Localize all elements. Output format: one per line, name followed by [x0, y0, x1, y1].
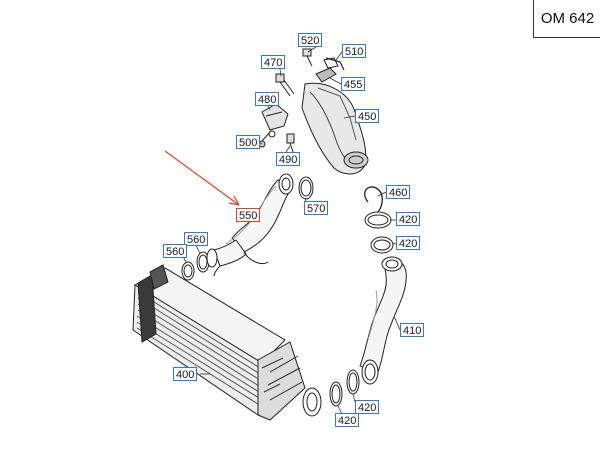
- callout-455[interactable]: 455: [341, 77, 366, 91]
- bolt-520[interactable]: [302, 48, 313, 67]
- bracket-480[interactable]: [261, 103, 289, 131]
- callout-420-upper-a[interactable]: 420: [396, 212, 421, 226]
- highlight-arrow: [164, 150, 240, 206]
- callout-520[interactable]: 520: [298, 33, 323, 47]
- hose-410[interactable]: [359, 256, 407, 385]
- ring-560-a[interactable]: [181, 261, 195, 281]
- ring-420-c[interactable]: [346, 369, 360, 395]
- callout-570[interactable]: 570: [304, 201, 329, 215]
- engine-code-label: OM 642: [533, 0, 600, 38]
- callout-420-lower-a[interactable]: 420: [355, 400, 380, 414]
- callout-460[interactable]: 460: [386, 185, 411, 199]
- callout-420-lower-b[interactable]: 420: [335, 413, 360, 427]
- callout-410[interactable]: 410: [400, 323, 425, 337]
- ring-560-b[interactable]: [196, 248, 218, 273]
- ring-420-d[interactable]: [329, 381, 343, 407]
- bolt-490[interactable]: [286, 133, 295, 153]
- callout-560-b[interactable]: 560: [184, 232, 209, 246]
- callout-510[interactable]: 510: [342, 44, 367, 58]
- clamp-460[interactable]: [364, 186, 383, 213]
- throttle-housing[interactable]: [301, 57, 369, 175]
- ring-570[interactable]: [298, 176, 314, 200]
- ring-420-b[interactable]: [370, 236, 394, 254]
- clip-510[interactable]: [325, 57, 345, 71]
- callout-400[interactable]: 400: [173, 367, 198, 381]
- callout-500[interactable]: 500: [236, 135, 261, 149]
- callout-550-selected[interactable]: 550: [236, 208, 261, 222]
- hose-550[interactable]: [213, 173, 294, 277]
- bolt-500[interactable]: [258, 130, 276, 148]
- callout-420-upper-b[interactable]: 420: [396, 236, 421, 250]
- callout-490[interactable]: 490: [276, 152, 301, 166]
- callout-480[interactable]: 480: [255, 92, 280, 106]
- callout-450[interactable]: 450: [355, 109, 380, 123]
- callout-560-a[interactable]: 560: [163, 244, 188, 258]
- charge-air-cooler[interactable]: [132, 264, 322, 421]
- ring-420-a[interactable]: [364, 211, 392, 229]
- bolt-470[interactable]: [275, 73, 295, 97]
- callout-470[interactable]: 470: [261, 55, 286, 69]
